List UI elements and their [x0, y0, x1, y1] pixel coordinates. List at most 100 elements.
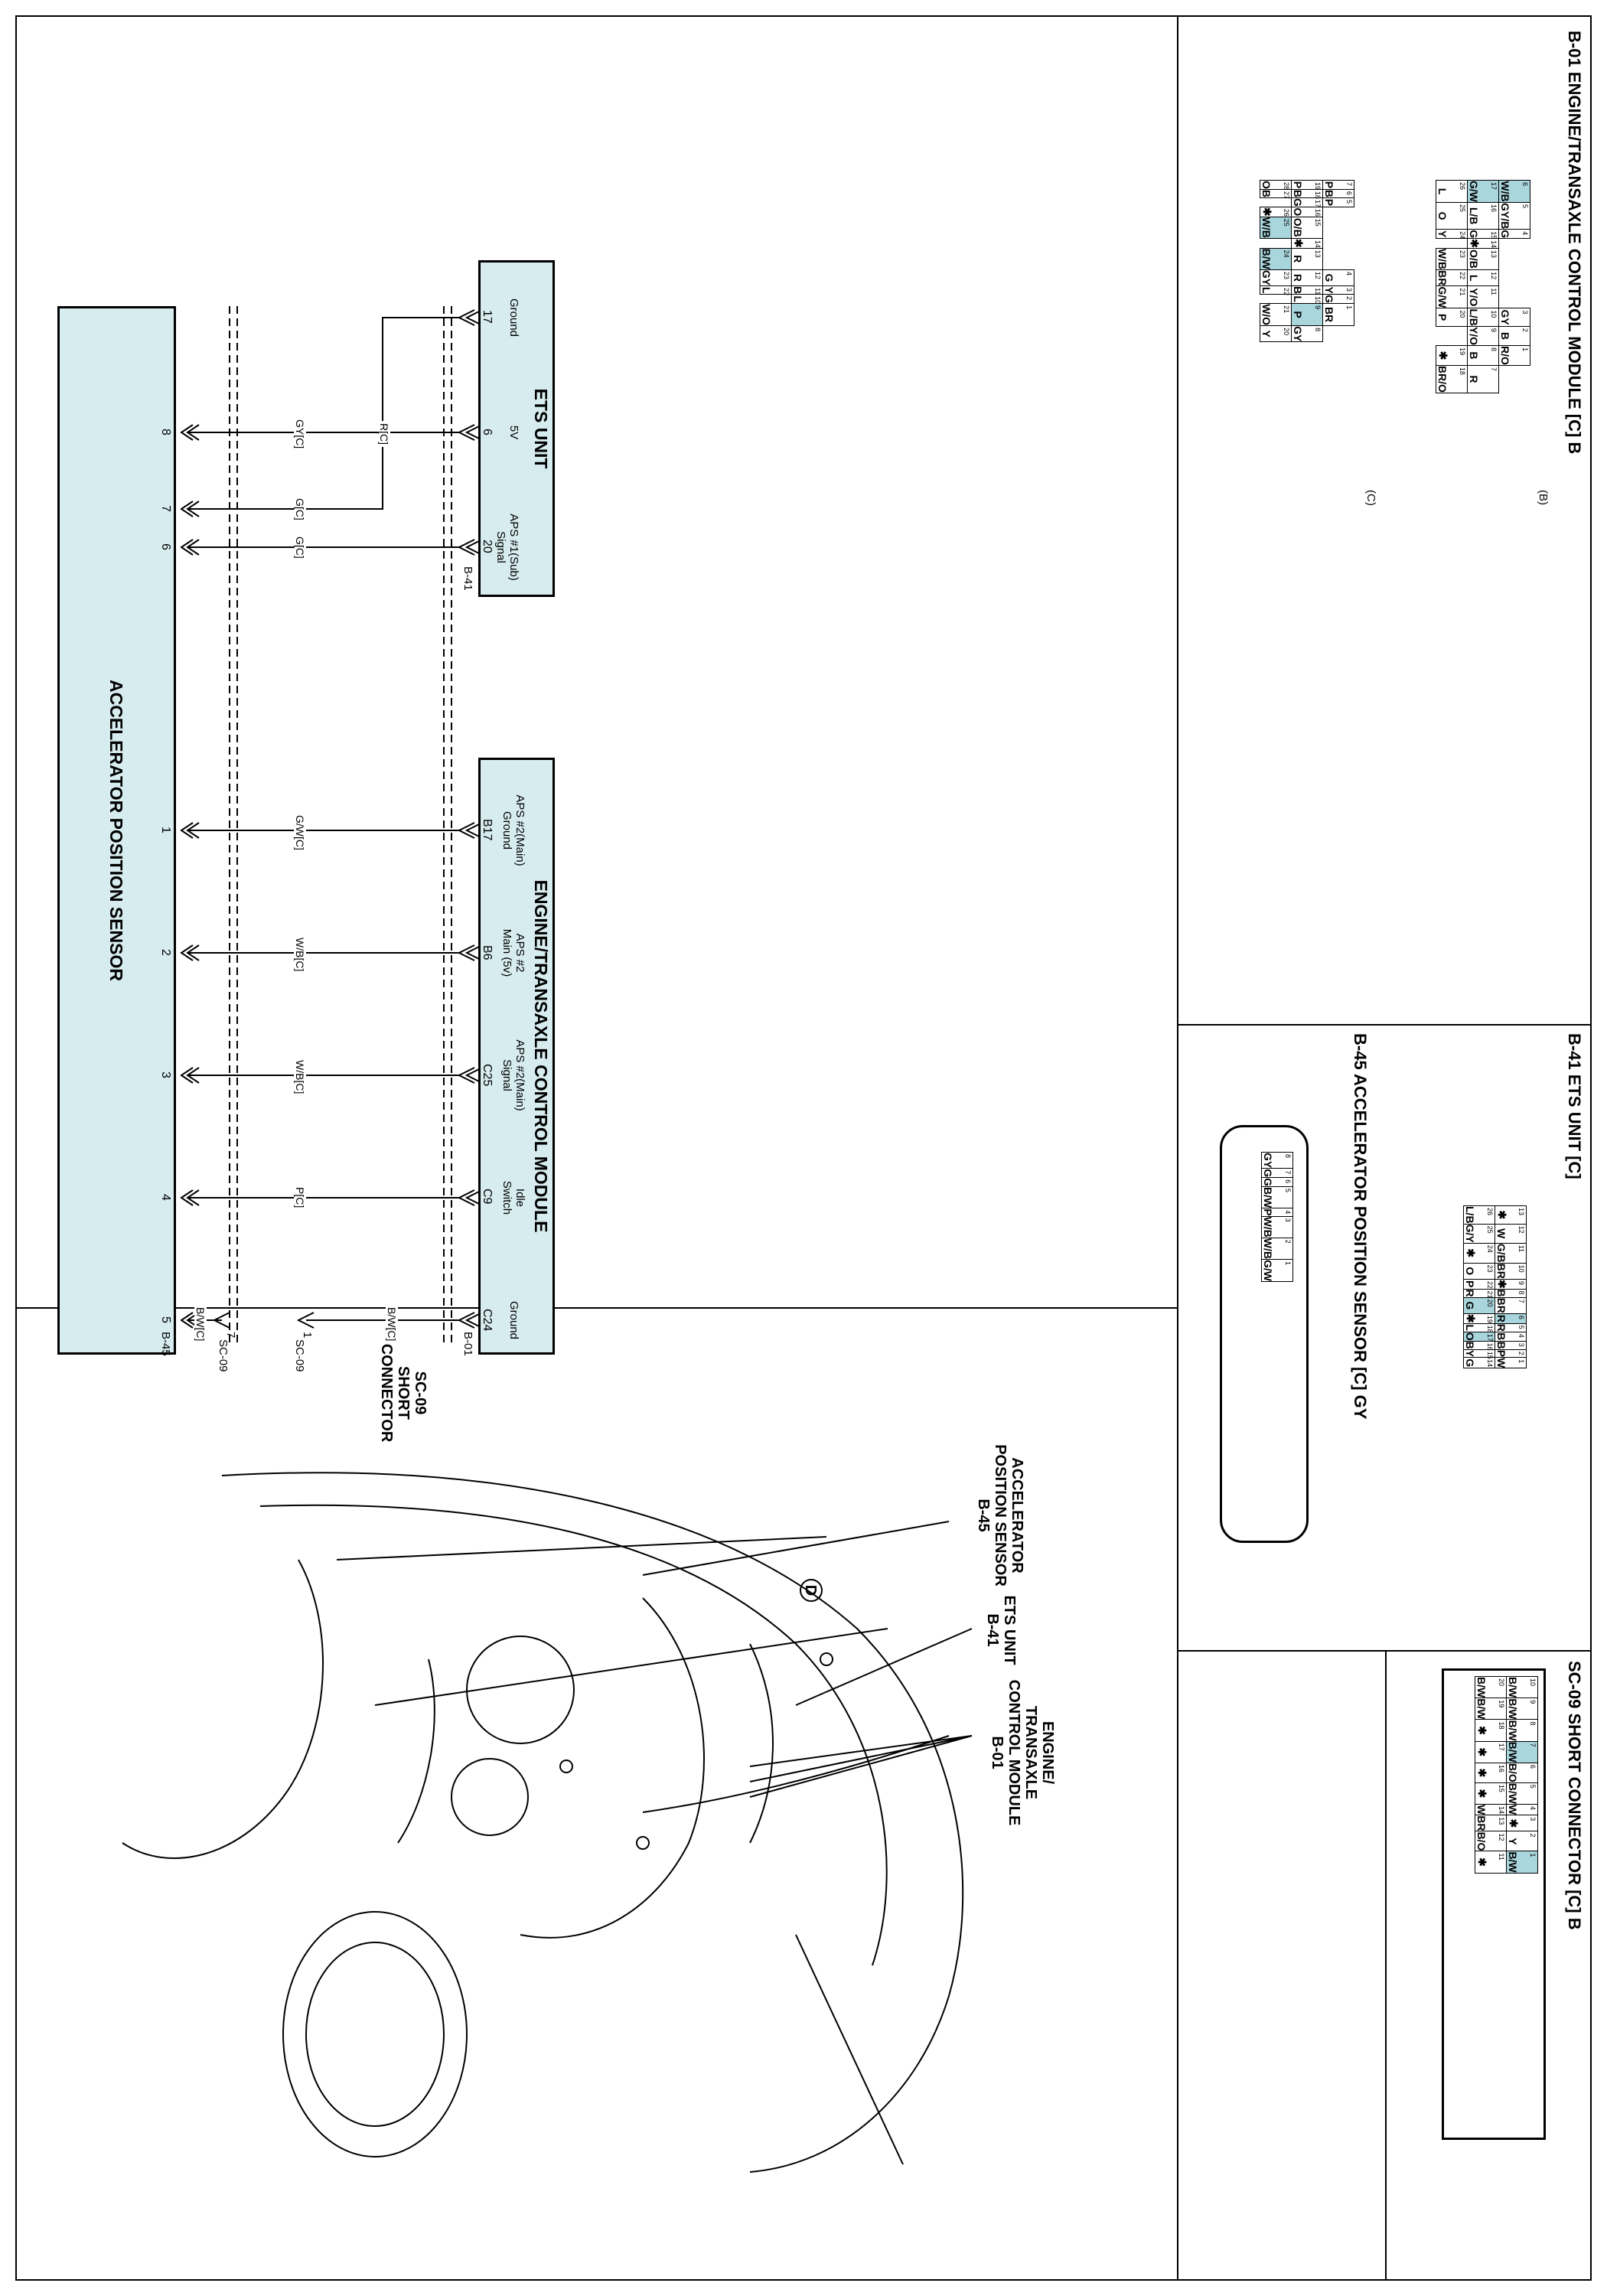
pin-number: 23 — [1459, 249, 1466, 258]
wire-color: G/Y — [1464, 1224, 1476, 1243]
wire-color: BR/O — [1436, 365, 1449, 393]
wire-color: BR — [1475, 1815, 1488, 1831]
wire-color: B/W — [1507, 1698, 1519, 1720]
sc09-title: SC-09 SHORT CONNECTOR [C] B — [1565, 1661, 1584, 1930]
wire-color: R — [1292, 273, 1304, 282]
ets-pin-20: 20 — [481, 540, 494, 553]
ecm-pin-b17: B17 — [481, 819, 494, 841]
pin-number: 7 — [1529, 1743, 1537, 1747]
wire-color: BR — [1323, 306, 1335, 323]
empty-cell — [1499, 239, 1530, 249]
pin-number: 1 — [1284, 1261, 1292, 1266]
wire-color: W/B — [1260, 217, 1273, 238]
empty-cell — [1323, 217, 1354, 238]
wire-color: GY — [1260, 269, 1273, 286]
wire-color: L — [1436, 188, 1449, 195]
pin-number: 2 — [1517, 1351, 1525, 1355]
pin-number: 4 — [1517, 1333, 1525, 1338]
ets-pin-17: 17 — [481, 310, 494, 324]
empty-cell — [1436, 239, 1468, 249]
pin-number: 8 — [1284, 1154, 1292, 1159]
empty-cell — [1436, 326, 1468, 345]
shield-upper — [443, 306, 452, 1347]
wire-color: B/W — [1475, 1677, 1488, 1698]
wire-color: Y — [1464, 1349, 1476, 1358]
wire-color: P — [1495, 1349, 1508, 1358]
wire-label-wb-2: W/B[C] — [294, 935, 306, 974]
wire-label-gw: G/W[C] — [294, 813, 306, 853]
pin-number: 2 — [1521, 328, 1529, 332]
wire-color: B/W — [1475, 1698, 1488, 1720]
wire-color: R — [1464, 1289, 1476, 1297]
empty-cell — [1499, 286, 1530, 308]
wire-color: P — [1292, 181, 1304, 189]
wire-color: ✱ — [1465, 1313, 1477, 1323]
loc-sc09: SC-09 SHORT CONNECTOR — [378, 1343, 429, 1443]
wire-color: O — [1464, 1267, 1476, 1276]
ets-pin-label-17: Ground — [507, 298, 520, 338]
pin-cell: 19✱ — [1436, 345, 1468, 366]
empty-cell — [1323, 248, 1354, 269]
pin-number: 5 — [1529, 1784, 1537, 1789]
engine-bay-illustration — [122, 1472, 973, 2173]
pin-number: 4 — [1521, 231, 1529, 236]
pin-number: 14 — [1498, 1805, 1505, 1814]
wire-color: P — [1292, 311, 1304, 318]
wire-color: B/O — [1507, 1763, 1519, 1782]
pin-number: 5 — [1345, 200, 1353, 204]
empty-cell — [1323, 207, 1354, 217]
aps-title: ACCELERATOR POSITION SENSOR — [106, 679, 126, 982]
pin-cell: 11✱ — [1475, 1851, 1507, 1874]
pin-number: 3 — [1517, 1342, 1525, 1347]
wire-color: O — [1436, 211, 1449, 220]
pin-number: 19 — [1459, 347, 1466, 356]
wire-color: L — [1464, 1324, 1476, 1331]
pin-number: 19 — [1498, 1700, 1505, 1708]
wire-color: B — [1495, 1289, 1508, 1297]
pin-number: 16 — [1314, 208, 1322, 217]
wire-color: BR — [1495, 1297, 1508, 1313]
wire-color: P — [1464, 1280, 1476, 1288]
pin-number: 8 — [1490, 347, 1498, 352]
wire-color: B — [1292, 286, 1304, 295]
pin-number: 7 — [1517, 1299, 1525, 1303]
wire-label-p: P[C] — [294, 1185, 306, 1211]
ecm-pin-label-b6: APS #2 Main (5v) — [500, 928, 526, 977]
wire-color: ✱ — [1468, 239, 1481, 248]
wire-color: R/O — [1499, 346, 1511, 365]
ecm-pin-b6: B6 — [481, 945, 494, 960]
loc-ecm: ENGINE/ TRANSAXLE CONTROL MODULE B-01 — [989, 1679, 1056, 1826]
pin-number: 10 — [1490, 310, 1498, 318]
pin-number: 8 — [1314, 328, 1322, 332]
